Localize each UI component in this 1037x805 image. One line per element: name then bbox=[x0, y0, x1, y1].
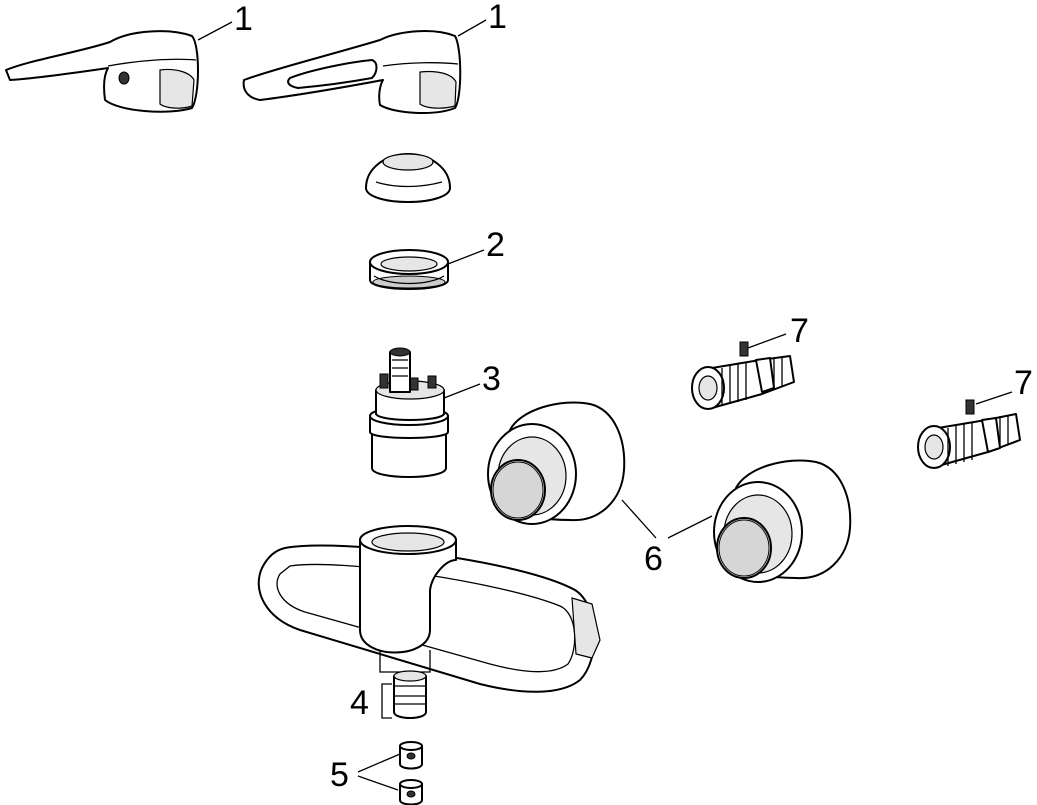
leader-lines bbox=[197, 19, 1013, 791]
lever-handle-open bbox=[242, 30, 462, 115]
eccentric-connector-top bbox=[691, 341, 795, 410]
escutcheon-left bbox=[487, 401, 626, 525]
callout-eccentric-right: 7 bbox=[1014, 364, 1033, 402]
escutcheon-right bbox=[713, 459, 852, 583]
retaining-nut bbox=[369, 249, 449, 290]
dome-cover bbox=[365, 153, 451, 203]
callout-check-valve: 4 bbox=[350, 684, 369, 722]
check-valve bbox=[393, 670, 427, 719]
callout-escutcheons: 6 bbox=[644, 540, 663, 578]
callout-handle-right: 1 bbox=[488, 0, 507, 36]
mixer-body bbox=[257, 525, 601, 693]
callout-nut: 2 bbox=[486, 226, 505, 264]
eccentric-connector-right bbox=[917, 399, 1021, 469]
callout-cartridge: 3 bbox=[482, 360, 501, 398]
callout-eccentric-top: 7 bbox=[790, 312, 809, 350]
callout-caps: 5 bbox=[330, 756, 349, 794]
lever-handle-solid bbox=[5, 30, 199, 113]
callout-handle-left: 1 bbox=[234, 0, 253, 38]
cartridge bbox=[369, 347, 449, 478]
cap-top bbox=[399, 741, 423, 770]
cap-bottom bbox=[399, 779, 423, 805]
